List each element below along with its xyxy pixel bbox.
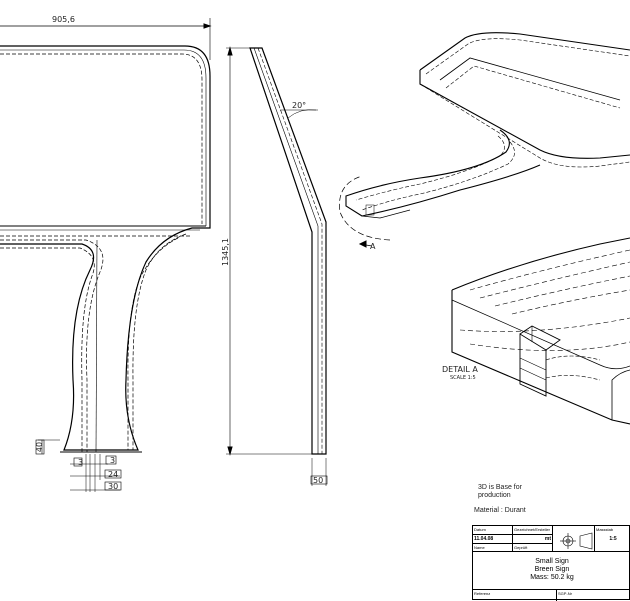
side-view [226, 46, 328, 486]
projection-symbol [560, 532, 593, 550]
title-line-2: Breen Sign [534, 566, 570, 573]
dimension-3-left: 3 [78, 458, 83, 467]
dimension-3-right: 3 [110, 456, 115, 465]
dimension-24: 24 [108, 470, 118, 479]
note-line-1: 3D is Base for [478, 484, 522, 491]
file-header: SGP-Nr [558, 591, 572, 596]
dimension-50: 50 [313, 476, 323, 485]
title-block: Datum Gezeichnet/Ersteller 11.04.08 mt N… [472, 525, 630, 601]
width-dimension: 905,6 [52, 15, 75, 24]
title-line-1: Small Sign [535, 558, 569, 565]
date-header: Datum [473, 526, 513, 535]
drawn-value: mt [513, 535, 553, 544]
front-view [0, 18, 212, 492]
scale-value: 1:5 [609, 536, 617, 542]
title-line-3: Mass: 50.2 kg [530, 574, 574, 581]
note-line-2: production [478, 492, 511, 499]
projection-cell [553, 526, 595, 552]
reference-header: Referenz [473, 590, 557, 601]
dimension-30: 30 [108, 482, 118, 491]
scale-header: Massstab [596, 527, 614, 532]
foot-dimension-40: 40 [35, 442, 44, 452]
height-dimension: 1345,1 [221, 238, 230, 266]
isometric-view [339, 32, 630, 248]
title-cell: Small Sign Breen Sign Mass: 50.2 kg [473, 552, 630, 590]
checked-header: Geprüft [513, 544, 553, 552]
scale-cell: Massstab 1:5 [595, 526, 630, 552]
angle-dimension: 20° [292, 101, 306, 110]
detail-scale: SCALE 1:5 [450, 375, 476, 381]
material-note: Material : Durant [474, 507, 526, 514]
drawn-header: Gezeichnet/Ersteller [513, 526, 553, 535]
section-marker: A [370, 242, 376, 251]
name-header: Name [473, 544, 513, 552]
detail-a-view [451, 237, 630, 425]
date-value: 11.04.08 [473, 535, 513, 544]
detail-label: DETAIL A [442, 365, 478, 374]
